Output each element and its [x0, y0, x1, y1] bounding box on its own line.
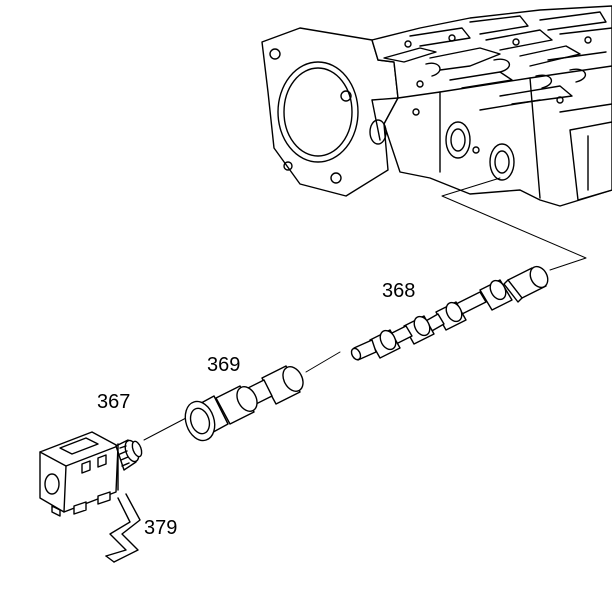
callout-367: 367 — [97, 391, 131, 413]
callout-369: 369 — [207, 354, 241, 376]
callout-368: 368 — [382, 280, 416, 302]
valve-plug-369 — [184, 365, 304, 442]
retainer-clip-379 — [105, 493, 141, 563]
solenoid-367 — [39, 431, 143, 517]
callout-379: 379 — [144, 517, 178, 539]
valve-body — [261, 5, 612, 207]
valve-spool-368 — [350, 265, 549, 361]
leader-lines — [143, 177, 587, 441]
